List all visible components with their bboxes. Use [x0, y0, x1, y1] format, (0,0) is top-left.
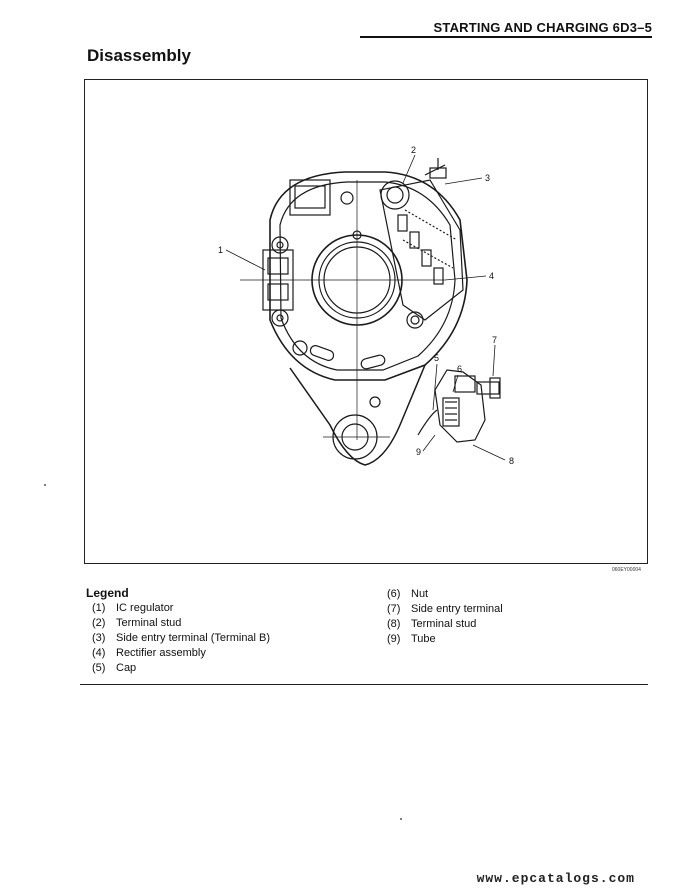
watermark: www.epcatalogs.com [476, 871, 635, 886]
callout-8: 8 [509, 456, 514, 466]
legend-item: (5)Cap [92, 662, 137, 674]
legend-item: (2)Terminal stud [92, 617, 182, 629]
legend-item: (8)Terminal stud [387, 618, 477, 630]
section-title: Disassembly [87, 46, 191, 65]
figure-frame: 1 2 3 4 5 6 7 8 9 [84, 79, 648, 564]
leader-lines [225, 154, 506, 461]
page-header: STARTING AND CHARGING 6D3–5 [433, 20, 652, 35]
rectifier-shape [379, 158, 464, 321]
callout-6: 6 [457, 364, 462, 374]
legend-item: (7)Side entry terminal [387, 603, 503, 615]
callout-2: 2 [411, 145, 416, 155]
bottom-rule [80, 684, 648, 685]
alternator-diagram: 1 2 3 4 5 6 7 8 9 [218, 145, 514, 466]
legend-left-column: (1)IC regulator (2)Terminal stud (3)Side… [92, 601, 270, 676]
legend-item: (4)Rectifier assembly [92, 647, 206, 659]
legend-item: (6)Nut [387, 588, 429, 600]
callout-7: 7 [492, 335, 497, 345]
legend-title: Legend [86, 586, 129, 600]
legend-item: (3)Side entry terminal (Terminal B) [92, 632, 271, 644]
header-rule [360, 36, 652, 38]
legend-item: (9)Tube [387, 633, 436, 645]
terminal-parts-shape [417, 369, 501, 443]
callout-1: 1 [218, 245, 223, 255]
callout-4: 4 [489, 271, 494, 281]
callout-9: 9 [416, 447, 421, 457]
callout-5: 5 [434, 353, 439, 363]
legend-right-column: (6)Nut (7)Side entry terminal (8)Termina… [387, 587, 503, 647]
scan-speck [44, 484, 46, 486]
ic-regulator-shape [262, 179, 331, 311]
scan-speck [400, 818, 402, 820]
alternator-housing [269, 171, 468, 466]
legend-item: (1)IC regulator [92, 602, 174, 614]
figure-code: 060EY00004 [612, 567, 641, 573]
callout-3: 3 [485, 173, 490, 183]
